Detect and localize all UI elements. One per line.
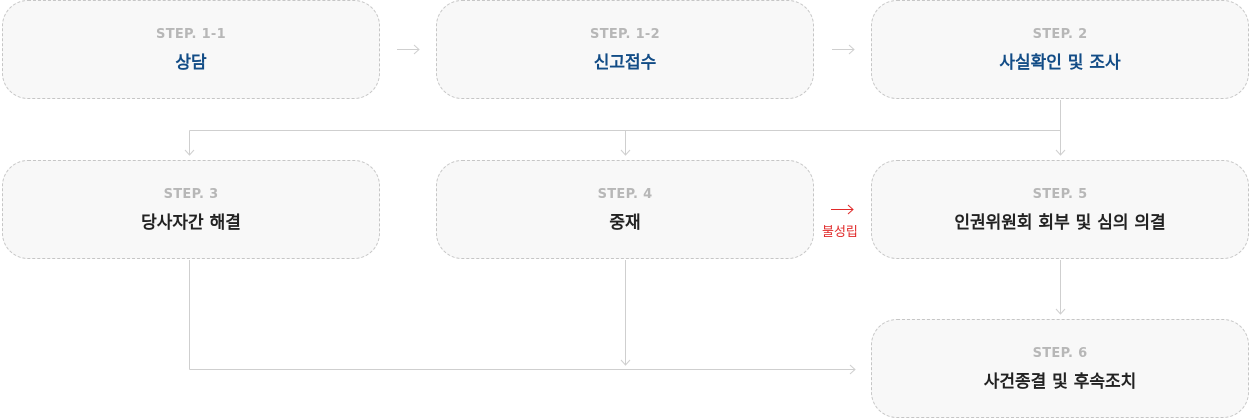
- step-number: STEP. 1-1: [156, 26, 226, 42]
- step-title: 당사자간 해결: [141, 212, 241, 233]
- step-5-box: STEP. 5 인권위원회 회부 및 심의 의결: [871, 160, 1249, 259]
- arrow-step1-2-to-2: [832, 44, 855, 55]
- step-title: 사건종결 및 후속조치: [983, 371, 1137, 392]
- step-title: 중재: [609, 212, 641, 233]
- arrow-step5-to-6: [1055, 260, 1066, 315]
- fail-arrow: [831, 204, 854, 215]
- step-2-box: STEP. 2 사실확인 및 조사: [871, 0, 1249, 99]
- arrow-step4-down: [620, 260, 631, 366]
- step-title: 상담: [175, 52, 207, 73]
- step-6-box: STEP. 6 사건종결 및 후속조치: [871, 319, 1249, 418]
- step-number: STEP. 6: [1032, 345, 1088, 361]
- arrow-step1-1-to-1-2: [397, 44, 420, 55]
- step-4-box: STEP. 4 중재: [436, 160, 814, 259]
- step-1-2-box: STEP. 1-2 신고접수: [436, 0, 814, 99]
- step-title: 신고접수: [593, 52, 657, 73]
- fail-label: 불성립: [822, 225, 858, 240]
- step-number: STEP. 1-2: [590, 26, 660, 42]
- step-number: STEP. 2: [1032, 26, 1088, 42]
- step-number: STEP. 3: [163, 186, 219, 202]
- step-title: 인권위원회 회부 및 심의 의결: [954, 212, 1166, 233]
- step-title: 사실확인 및 조사: [999, 52, 1121, 73]
- step-number: STEP. 5: [1032, 186, 1088, 202]
- branch-from-step-2: [184, 100, 1066, 156]
- step-1-1-box: STEP. 1-1 상담: [2, 0, 380, 99]
- step-3-box: STEP. 3 당사자간 해결: [2, 160, 380, 259]
- step-number: STEP. 4: [597, 186, 653, 202]
- arrow-step3-to-6: [189, 260, 856, 375]
